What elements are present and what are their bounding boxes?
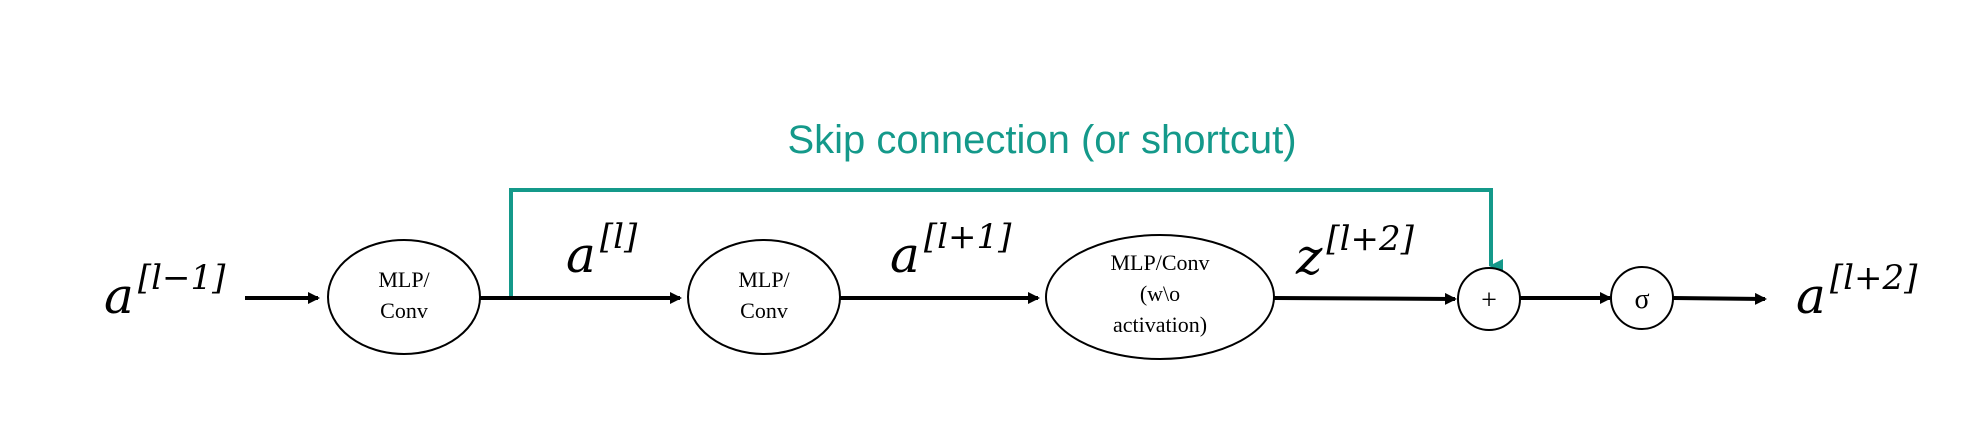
- preactivation-z-label: z [l+2]: [1295, 219, 1415, 286]
- input-activation-base: a: [104, 267, 134, 325]
- input-activation-superscript: [l−1]: [138, 258, 226, 298]
- addition-node: +: [1457, 267, 1521, 331]
- sigma-activation-node: σ: [1610, 266, 1674, 330]
- input-activation-label: a [l−1]: [104, 258, 226, 325]
- addition-symbol: +: [1481, 285, 1497, 316]
- block1-label-line1: MLP/: [378, 267, 430, 292]
- activation-l-plus-1-label: a [l+1]: [890, 217, 1012, 284]
- output-activation-superscript: [l+2]: [1830, 258, 1918, 298]
- skip-connection-label: Skip connection (or shortcut): [787, 118, 1296, 162]
- output-activation-label: a [l+2]: [1796, 258, 1918, 325]
- sigma-symbol: σ: [1634, 284, 1649, 315]
- block2-label-line2: Conv: [740, 298, 788, 323]
- block3-label-line2: (w\o: [1140, 281, 1180, 306]
- arrow-block3-to-add: [1273, 292, 1457, 305]
- skip-connection-line: [509, 188, 1503, 298]
- activation-l-plus-1-base: a: [890, 226, 920, 284]
- block3-label-line1: MLP/Conv: [1110, 250, 1209, 275]
- block1-label-line2: Conv: [380, 298, 428, 323]
- activation-l-plus-1-superscript: [l+1]: [924, 217, 1012, 257]
- mlp-conv-block-2: MLP/ Conv: [687, 239, 841, 355]
- preactivation-z-superscript: [l+2]: [1326, 219, 1414, 259]
- preactivation-z-base: z: [1295, 228, 1323, 286]
- activation-l-superscript: [l]: [600, 217, 638, 257]
- block2-label-line1: MLP/: [738, 267, 790, 292]
- mlp-conv-block-1: MLP/ Conv: [327, 239, 481, 355]
- activation-l-label: a [l]: [566, 217, 638, 284]
- activation-l-base: a: [566, 226, 596, 284]
- output-activation-base: a: [1796, 267, 1826, 325]
- arrow-sigma-to-output: [1672, 292, 1767, 305]
- mlp-conv-no-activation-block: MLP/Conv (w\o activation): [1045, 234, 1275, 360]
- block3-label-line3: activation): [1113, 312, 1207, 337]
